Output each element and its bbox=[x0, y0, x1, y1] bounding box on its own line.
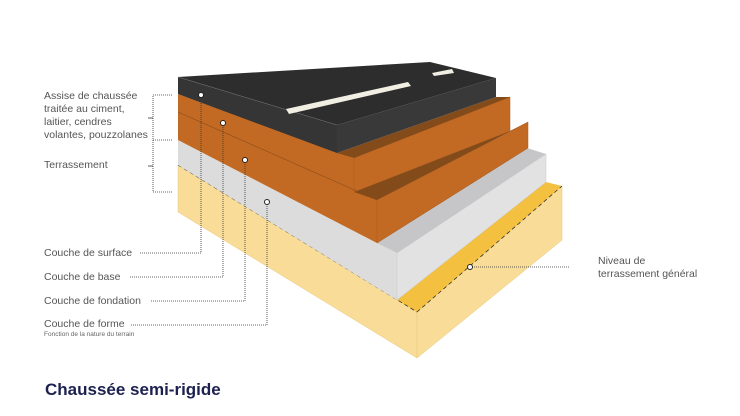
label-forme-note: Fonction de la nature du terrain bbox=[44, 331, 135, 338]
layer-fondation bbox=[178, 140, 547, 301]
label-assise: Assise de chaussée traitée au ciment, la… bbox=[44, 90, 148, 142]
leader-lines bbox=[130, 95, 570, 326]
layer-surface bbox=[177, 62, 496, 153]
label-forme: Couche de forme bbox=[44, 318, 125, 330]
road-marking bbox=[432, 69, 454, 76]
dot-surface bbox=[198, 92, 204, 98]
dot-niveau bbox=[467, 264, 473, 270]
label-niveau-line: terrassement général bbox=[598, 268, 698, 280]
label-niveau: Niveau de terrassement général bbox=[598, 255, 697, 281]
label-surface: Couche de surface bbox=[44, 247, 133, 259]
label-assise-line: laitier, cendres bbox=[44, 116, 112, 128]
road-marking bbox=[286, 82, 411, 114]
layer-base-lower bbox=[178, 112, 529, 244]
label-assise-line: Assise de chaussée bbox=[44, 90, 138, 102]
label-fondation: Couche de fondation bbox=[44, 295, 141, 307]
marker-dots bbox=[198, 92, 473, 270]
dot-fondation bbox=[242, 157, 248, 163]
label-base: Couche de base bbox=[44, 271, 121, 283]
label-assise-line: volantes, pouzzolanes bbox=[44, 129, 148, 141]
bracket-lines bbox=[148, 94, 172, 193]
dot-base bbox=[220, 120, 226, 126]
label-terrassement: Terrassement bbox=[44, 159, 108, 171]
label-niveau-line: Niveau de bbox=[598, 255, 646, 267]
layer-base-upper bbox=[177, 94, 511, 201]
label-assise-line: traitée au ciment, bbox=[44, 103, 125, 115]
diagram-title: Chaussée semi-rigide bbox=[45, 380, 221, 399]
dot-forme bbox=[264, 199, 270, 205]
